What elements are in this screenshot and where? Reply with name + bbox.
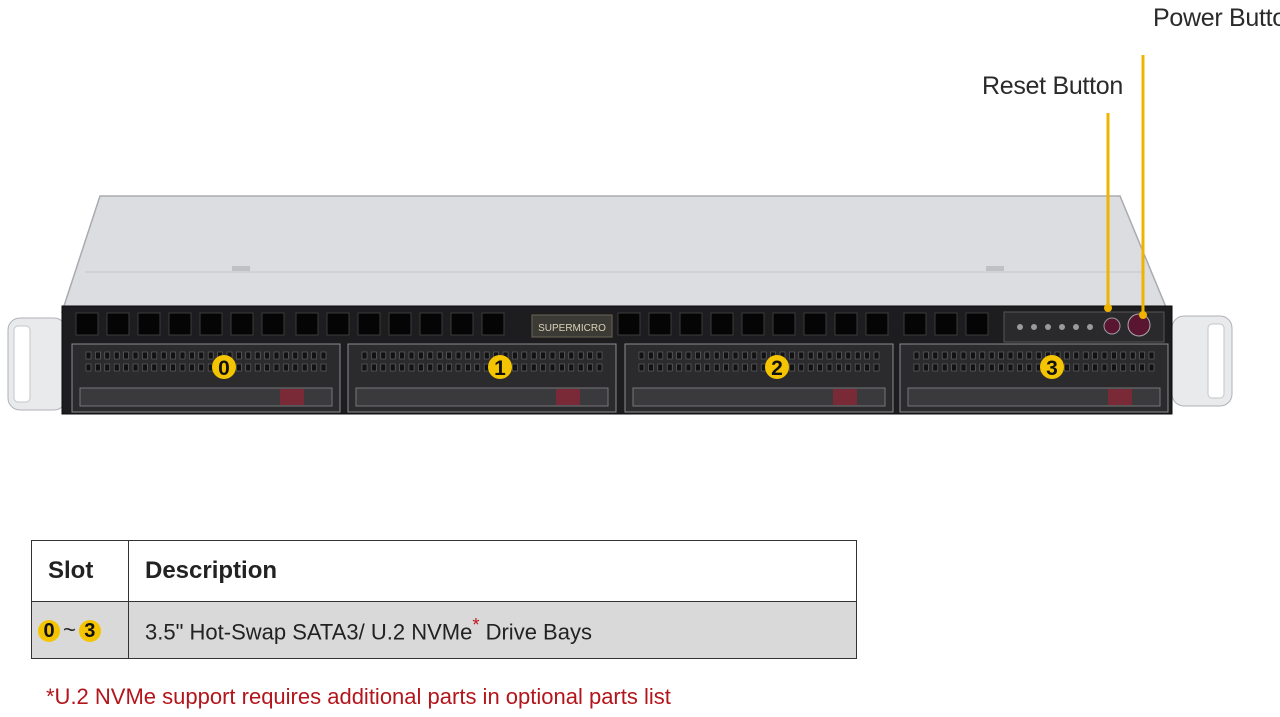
vent-hole — [326, 312, 350, 336]
drive-latch[interactable] — [556, 389, 580, 405]
drive-latch[interactable] — [280, 389, 304, 405]
vent-hole — [865, 312, 889, 336]
drive-latch[interactable] — [1108, 389, 1132, 405]
footnote: *U.2 NVMe support requires additional pa… — [46, 684, 671, 709]
drive-bays: 0 1 2 3 — [71, 343, 1169, 413]
vent-hole — [419, 312, 443, 336]
reset-button-label: Reset Button — [982, 72, 1123, 100]
drive-bay-number: 1 — [494, 357, 506, 380]
server-front-view: SUPERMICRO 0 1 2 3 — [7, 55, 1233, 415]
vent-hole — [450, 312, 474, 336]
drive-bay-number-badge — [1040, 355, 1064, 379]
drive-bay-number-badge — [765, 355, 789, 379]
vent-hole — [710, 312, 734, 336]
drive-bay-number: 3 — [1046, 357, 1058, 380]
vent-hole — [741, 312, 765, 336]
table-row: 0~3 3.5" Hot-Swap SATA3/ U.2 NVMe* Drive… — [31, 601, 857, 659]
slot-badge-end: 3 — [78, 620, 101, 642]
control-panel — [1003, 311, 1165, 343]
drive-bay-number-badge — [212, 355, 236, 379]
drive-bay-number-badge — [488, 355, 512, 379]
drive-bay-0[interactable]: 0 — [71, 343, 341, 413]
vent-hole — [834, 312, 858, 336]
drive-bay-2[interactable]: 2 — [624, 343, 894, 413]
vent-hole — [137, 312, 161, 336]
vent-hole — [261, 312, 285, 336]
vent-hole — [357, 312, 381, 336]
left-rack-ear — [7, 317, 67, 411]
slot-range-separator: ~ — [63, 617, 76, 642]
right-rack-ear — [1171, 315, 1233, 407]
power-button[interactable] — [1127, 313, 1151, 337]
vent-hole — [648, 312, 672, 336]
vent-hole — [168, 312, 192, 336]
vent-hole — [230, 312, 254, 336]
slot-range-cell: 0~3 — [31, 601, 129, 659]
reset-button[interactable] — [1103, 317, 1121, 335]
vent-hole — [106, 312, 130, 336]
vent-hole — [481, 312, 505, 336]
vent-hole — [772, 312, 796, 336]
drive-bay-1[interactable]: 1 — [347, 343, 617, 413]
vent-hole — [75, 312, 99, 336]
description-tail: Drive Bays — [479, 619, 592, 645]
vent-hole — [617, 312, 641, 336]
slot-table: Slot Description 0~3 3.5" Hot-Swap SATA3… — [31, 540, 857, 659]
description-asterisk: * — [472, 614, 480, 636]
brand-logo: SUPERMICRO — [531, 314, 613, 338]
vent-hole — [388, 312, 412, 336]
front-vents — [75, 312, 989, 336]
slot-badge-start: 0 — [38, 620, 60, 642]
drive-bay-number: 2 — [771, 357, 783, 380]
drive-bay-3[interactable]: 3 — [899, 343, 1169, 413]
svg-text:SUPERMICRO: SUPERMICRO — [538, 323, 606, 334]
vent-hole — [965, 312, 989, 336]
description-text: 3.5" Hot-Swap SATA3/ U.2 NVMe — [145, 619, 473, 645]
drive-latch[interactable] — [833, 389, 857, 405]
header-slot: Slot — [31, 540, 129, 602]
vent-hole — [934, 312, 958, 336]
table-header-row: Slot Description — [31, 540, 857, 602]
vent-hole — [803, 312, 827, 336]
description-cell: 3.5" Hot-Swap SATA3/ U.2 NVMe* Drive Bay… — [128, 601, 857, 659]
chassis-top-cover — [60, 195, 1170, 313]
drive-bay-number: 0 — [218, 357, 230, 380]
vent-hole — [679, 312, 703, 336]
power-button-label: Power Button — [1153, 4, 1280, 32]
vent-hole — [295, 312, 319, 336]
header-description: Description — [128, 540, 857, 602]
vent-hole — [199, 312, 223, 336]
vent-hole — [903, 312, 927, 336]
